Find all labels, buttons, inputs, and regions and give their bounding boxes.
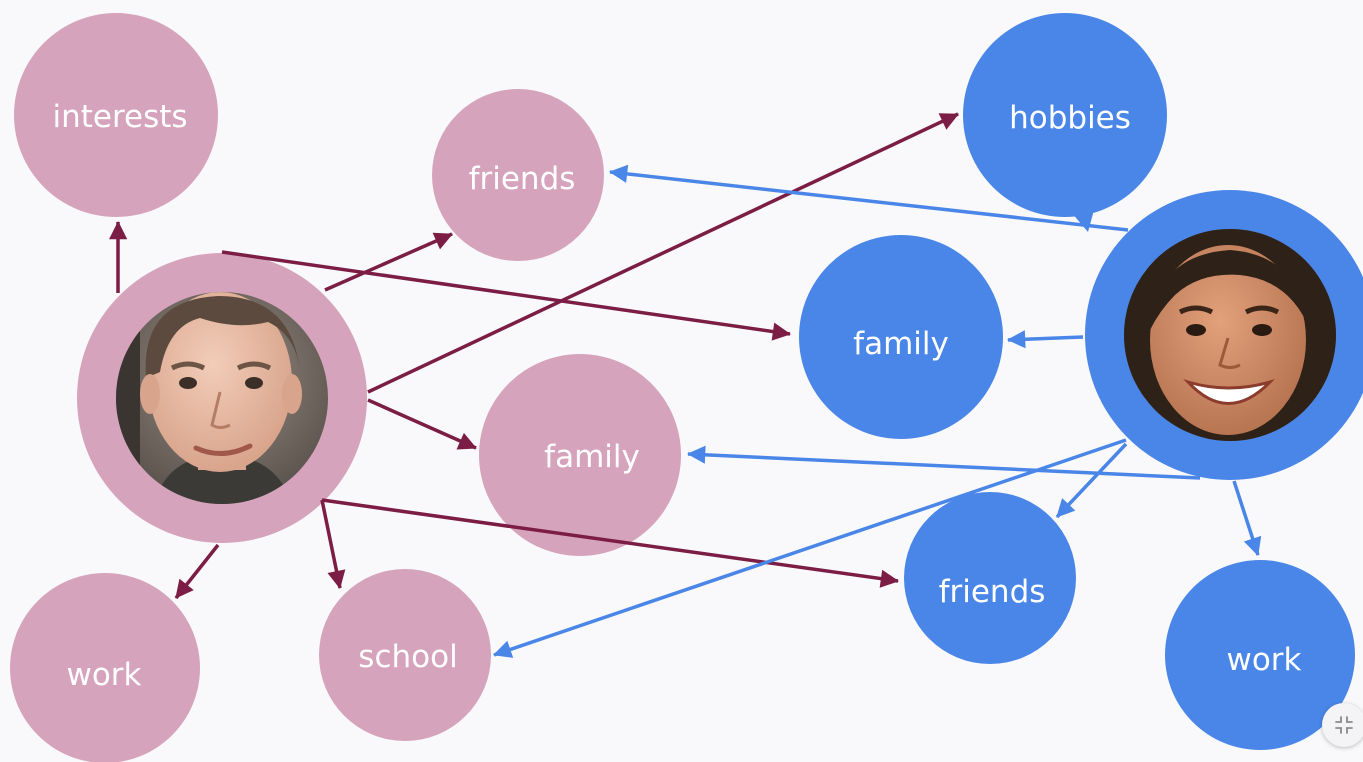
node-friends-right-circle (904, 492, 1076, 664)
node-friends-left-label: friends (469, 161, 576, 197)
arrow-to-friends-left-from-right (609, 164, 1129, 232)
node-friends-left-circle (432, 89, 604, 261)
node-work-right-label: work (1226, 642, 1301, 678)
arrow-to-friends-left (324, 232, 453, 292)
arrow-to-friends-right (321, 498, 899, 588)
node-family-left-circle (479, 354, 681, 556)
arrow-to-school-from-right (493, 438, 1127, 658)
arrow-to-family-right (221, 250, 791, 341)
node-family-left-label: family (544, 439, 640, 475)
arrow-to-family-right-from-right (1007, 330, 1084, 349)
arrow-to-work-left (174, 543, 220, 600)
node-interests-label: interests (52, 99, 187, 135)
node-school-left-circle (319, 569, 491, 741)
node-interests-circle (14, 13, 218, 217)
smiling-woman-portrait-icon (1124, 229, 1336, 441)
node-school-left-label: school (358, 639, 457, 675)
arrow-to-work-right-from-right (1232, 480, 1262, 556)
arrow-to-school-left (320, 499, 346, 589)
arrow-to-family-left (367, 398, 477, 450)
node-work-left-label: work (66, 657, 141, 693)
node-hobbies-circle (963, 13, 1167, 217)
arrow-to-hobbies (367, 112, 959, 394)
compress-arrows-icon (1335, 716, 1353, 734)
node-work-left-circle (10, 573, 200, 762)
node-hobbies-label: hobbies (1009, 100, 1131, 136)
node-family-right-label: family (853, 326, 949, 362)
exit-fullscreen-button[interactable] (1322, 703, 1363, 747)
arrow-to-family-left-from-right (687, 445, 1201, 480)
node-friends-right-label: friends (939, 574, 1046, 610)
node-family-right-circle (799, 235, 1003, 439)
arrow-to-friends-right-from-right (1055, 442, 1128, 519)
node-work-right-circle (1165, 560, 1355, 750)
